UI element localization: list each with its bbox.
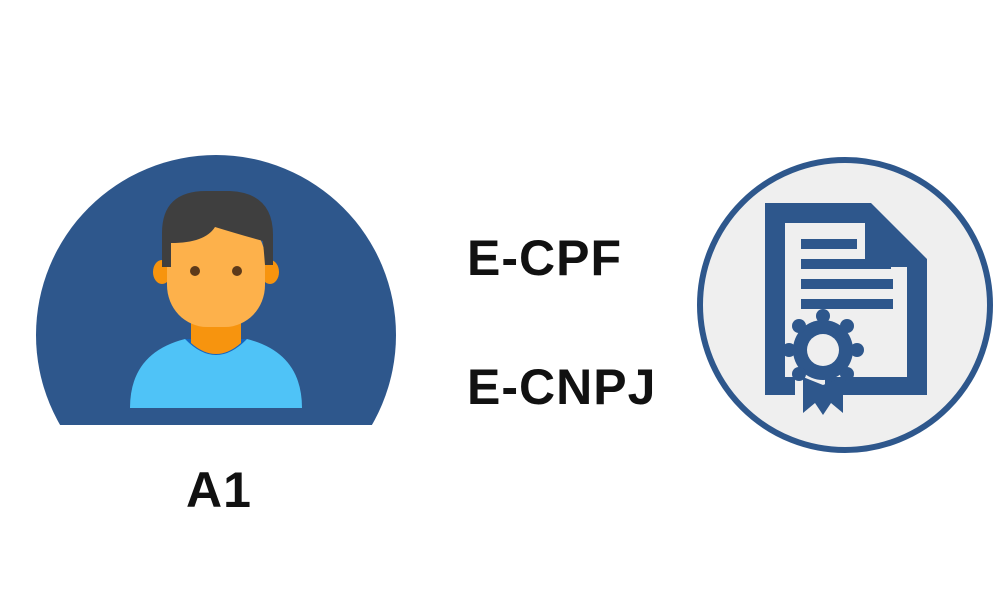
certificate-document-icon xyxy=(697,157,993,453)
document-line-2 xyxy=(801,259,891,269)
document-line-4 xyxy=(801,299,893,309)
document-line-1 xyxy=(801,239,857,249)
person-avatar-icon xyxy=(36,155,396,425)
hair-shape xyxy=(162,191,273,267)
left-eye xyxy=(190,266,200,276)
a1-label: A1 xyxy=(186,462,252,518)
shirt-shape xyxy=(130,339,302,408)
document-corner xyxy=(873,211,921,259)
seal-badge xyxy=(782,309,864,415)
ecpf-label: E-CPF xyxy=(467,230,622,286)
face-shape xyxy=(167,217,265,327)
collar-shape xyxy=(185,339,247,355)
right-eye xyxy=(232,266,242,276)
document-line-3 xyxy=(801,279,893,289)
right-ear xyxy=(261,260,279,284)
ecnpj-label: E-CNPJ xyxy=(467,359,657,415)
